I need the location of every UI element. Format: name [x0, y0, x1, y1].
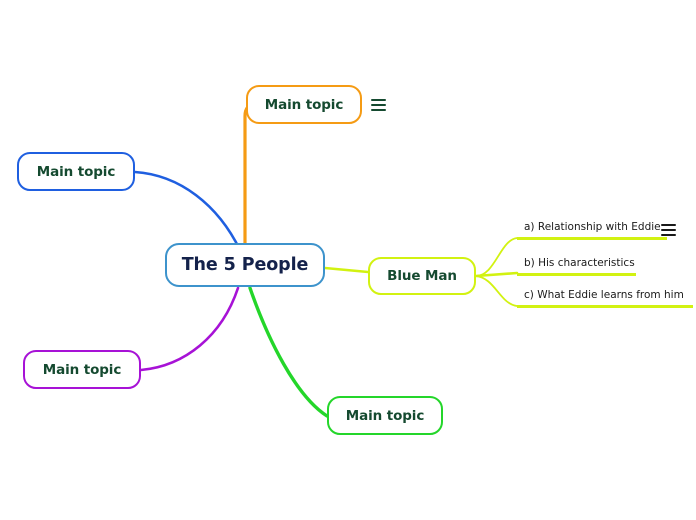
hamburger-line [661, 229, 676, 231]
branch-node-green[interactable]: Main topic [327, 396, 443, 435]
hamburger-line [371, 99, 386, 101]
branch-node-blue-man-label: Blue Man [387, 268, 457, 284]
leaf-node-b-underline [517, 273, 636, 276]
connector-leaf-b [474, 271, 519, 278]
leaf-node-c-label: c) What Eddie learns from him [524, 289, 684, 301]
central-node-label: The 5 People [181, 255, 309, 275]
branch-node-blue[interactable]: Main topic [17, 152, 135, 191]
connector-leaf-c [475, 275, 518, 307]
leaf-node-c[interactable]: c) What Eddie learns from him [517, 288, 693, 308]
leaf-node-a-underline [517, 237, 667, 240]
branch-node-blue-man[interactable]: Blue Man [368, 257, 476, 295]
hamburger-icon[interactable] [371, 99, 386, 111]
leaf-node-a-label: a) Relationship with Eddie [524, 221, 661, 233]
leaf-node-b[interactable]: b) His characteristics [517, 256, 636, 276]
branch-node-purple[interactable]: Main topic [23, 350, 141, 389]
leaf-node-c-underline [517, 305, 693, 308]
branch-node-orange-label: Main topic [264, 96, 344, 113]
branch-node-orange[interactable]: Main topic [246, 85, 362, 124]
connector-orange [243, 102, 362, 247]
hamburger-line [661, 234, 676, 236]
branch-node-purple-label: Main topic [42, 361, 122, 378]
hamburger-icon[interactable] [661, 224, 676, 236]
central-node[interactable]: The 5 People [165, 243, 325, 287]
connector-leaf-a [475, 237, 518, 277]
connector-green [248, 286, 329, 418]
connector-purple [139, 286, 240, 372]
connector-blue [133, 170, 242, 252]
branch-node-green-label: Main topic [345, 407, 425, 424]
leaf-node-b-label: b) His characteristics [524, 257, 635, 269]
leaf-node-a[interactable]: a) Relationship with Eddie [517, 220, 667, 240]
hamburger-line [371, 104, 386, 106]
hamburger-line [661, 224, 676, 226]
branch-node-blue-label: Main topic [36, 163, 116, 180]
connector-blueman [323, 266, 370, 274]
hamburger-line [371, 109, 386, 111]
